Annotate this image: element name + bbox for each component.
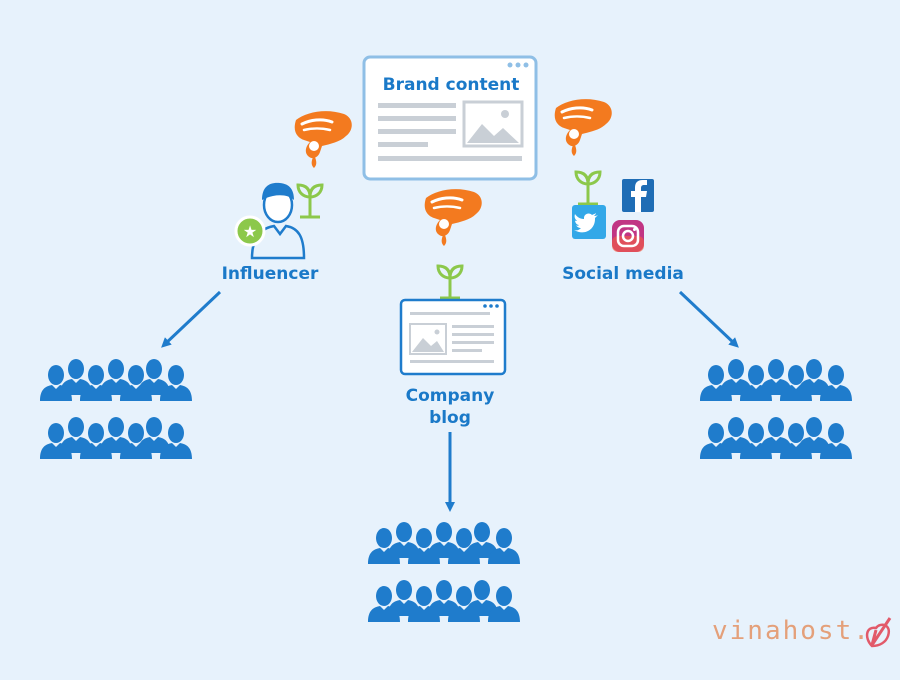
text-line — [378, 156, 522, 161]
arrow-icon — [678, 290, 739, 348]
image-placeholder-icon — [462, 100, 524, 148]
window-dot — [515, 62, 521, 68]
svg-text:★: ★ — [243, 222, 257, 241]
audience-icon — [700, 359, 852, 459]
hand-icon — [553, 97, 614, 158]
hand-icon — [293, 109, 354, 170]
twitter-icon — [572, 205, 606, 239]
window-dot — [523, 62, 529, 68]
arrow-icon — [161, 290, 222, 348]
company-blog-label-line1: Company — [405, 386, 495, 406]
company-blog-card — [399, 298, 507, 376]
sprout-icon — [296, 183, 324, 219]
hand-icon — [423, 187, 484, 248]
social-media-label: Social media — [562, 264, 684, 284]
audience-icon — [40, 359, 192, 459]
vinahost-watermark: vinahost. — [712, 616, 871, 646]
brand-content-card — [362, 55, 538, 181]
image-placeholder-icon — [409, 323, 447, 355]
company-blog-label-line2: blog — [429, 408, 471, 428]
influencer-label: Influencer — [221, 264, 319, 284]
text-line — [378, 142, 428, 147]
window-dot — [507, 62, 513, 68]
sprout-icon — [436, 264, 464, 300]
sprout-icon — [574, 170, 602, 206]
text-line — [378, 103, 456, 108]
influencer-avatar: ★ — [234, 182, 306, 260]
brand-content-title: Brand content — [382, 75, 520, 95]
company-blog-label: Company blog — [380, 385, 520, 429]
text-line — [378, 116, 456, 121]
instagram-icon — [612, 220, 644, 252]
audience-icon — [368, 522, 520, 622]
star-badge-icon — [234, 215, 266, 247]
facebook-icon — [622, 179, 654, 212]
vinahost-logo-mark — [865, 617, 892, 648]
text-line — [378, 129, 456, 134]
